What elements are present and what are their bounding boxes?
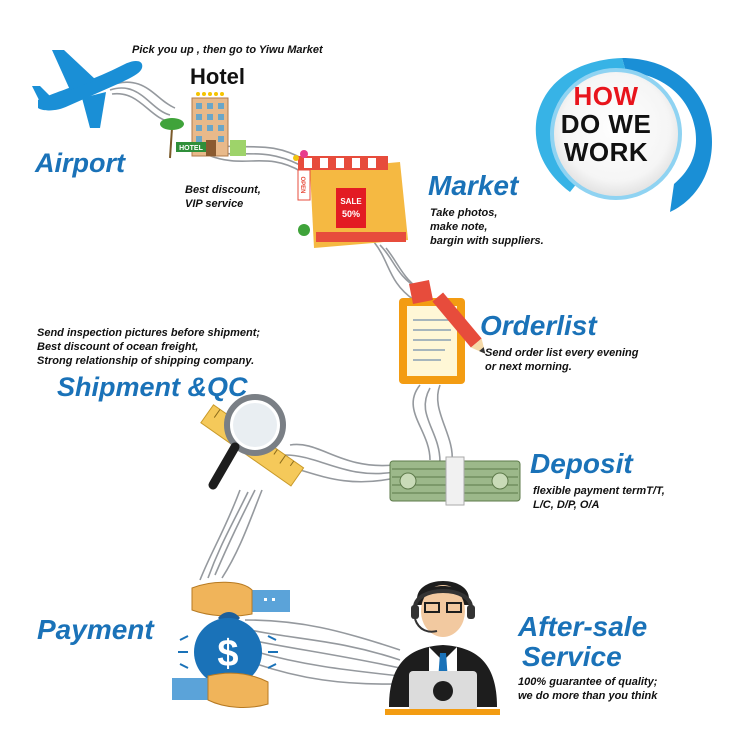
badge-line-1: HOW (573, 81, 639, 111)
deposit-title: Deposit (530, 448, 633, 479)
pickup-note: Pick you up , then go to Yiwu Market (132, 44, 323, 56)
airplane-icon (32, 50, 143, 128)
hotel-note: Best discount, VIP service (185, 183, 261, 211)
deposit-note-line: flexible payment termT/T, (533, 485, 665, 497)
orderlist-note: Send order list every evening or next mo… (485, 346, 638, 374)
open-sign: OPEN (299, 176, 305, 193)
aftersale-note-line: we do more than you think (518, 690, 658, 702)
badge-line-2: DO WE (560, 109, 652, 139)
orderlist-note-line: Send order list every evening (485, 347, 639, 359)
aftersale-title-line: After-sale (518, 611, 648, 642)
money-bag-hands-icon: $ (172, 581, 290, 708)
market-note: Take photos, make note, bargin with supp… (430, 206, 544, 248)
market-title: Market (428, 170, 519, 201)
shipment-note: Send inspection pictures before shipment… (37, 326, 260, 368)
how-we-work-badge (535, 58, 712, 212)
badge-line-3: WORK (563, 137, 649, 167)
shipment-note-line: Best discount of ocean freight, (37, 341, 199, 353)
orderlist-icon (399, 280, 486, 384)
how-we-work-text: HOW DO WE WORK (548, 82, 664, 166)
hotel-icon: HOTEL (160, 92, 246, 159)
airport-title: Airport (35, 148, 125, 178)
orderlist-note-line: or next morning. (485, 361, 572, 373)
dollar-sign: $ (217, 633, 238, 675)
hotel-title: Hotel (190, 64, 245, 89)
deposit-note: flexible payment termT/T, L/C, D/P, O/A (533, 484, 665, 512)
deposit-note-line: L/C, D/P, O/A (533, 499, 600, 511)
hotel-sign: HOTEL (179, 145, 203, 152)
support-agent-icon (385, 581, 500, 715)
shipment-note-line: Strong relationship of shipping company. (37, 355, 255, 367)
shipment-title: Shipment &QC (57, 372, 248, 402)
sale-percent: 50% (342, 209, 360, 219)
magnifier-ruler-icon (200, 394, 305, 490)
aftersale-note-line: 100% guarantee of quality; (518, 676, 658, 688)
hotel-note-line: VIP service (185, 198, 244, 210)
market-note-line: bargin with suppliers. (430, 235, 544, 247)
sale-sign: SALE (340, 197, 362, 206)
shipment-note-line: Send inspection pictures before shipment… (37, 327, 261, 339)
market-note-line: Take photos, (430, 207, 498, 219)
money-stack-icon (389, 456, 521, 506)
aftersale-note: 100% guarantee of quality; we do more th… (518, 675, 657, 703)
payment-title: Payment (37, 614, 154, 645)
orderlist-title: Orderlist (480, 310, 597, 341)
aftersale-title-line: Service (522, 641, 622, 672)
market-icon: OPEN SALE 50% (293, 150, 408, 248)
market-note-line: make note, (430, 221, 488, 233)
hotel-note-line: Best discount, (185, 184, 261, 196)
aftersale-title: After-sale Service (518, 612, 647, 672)
